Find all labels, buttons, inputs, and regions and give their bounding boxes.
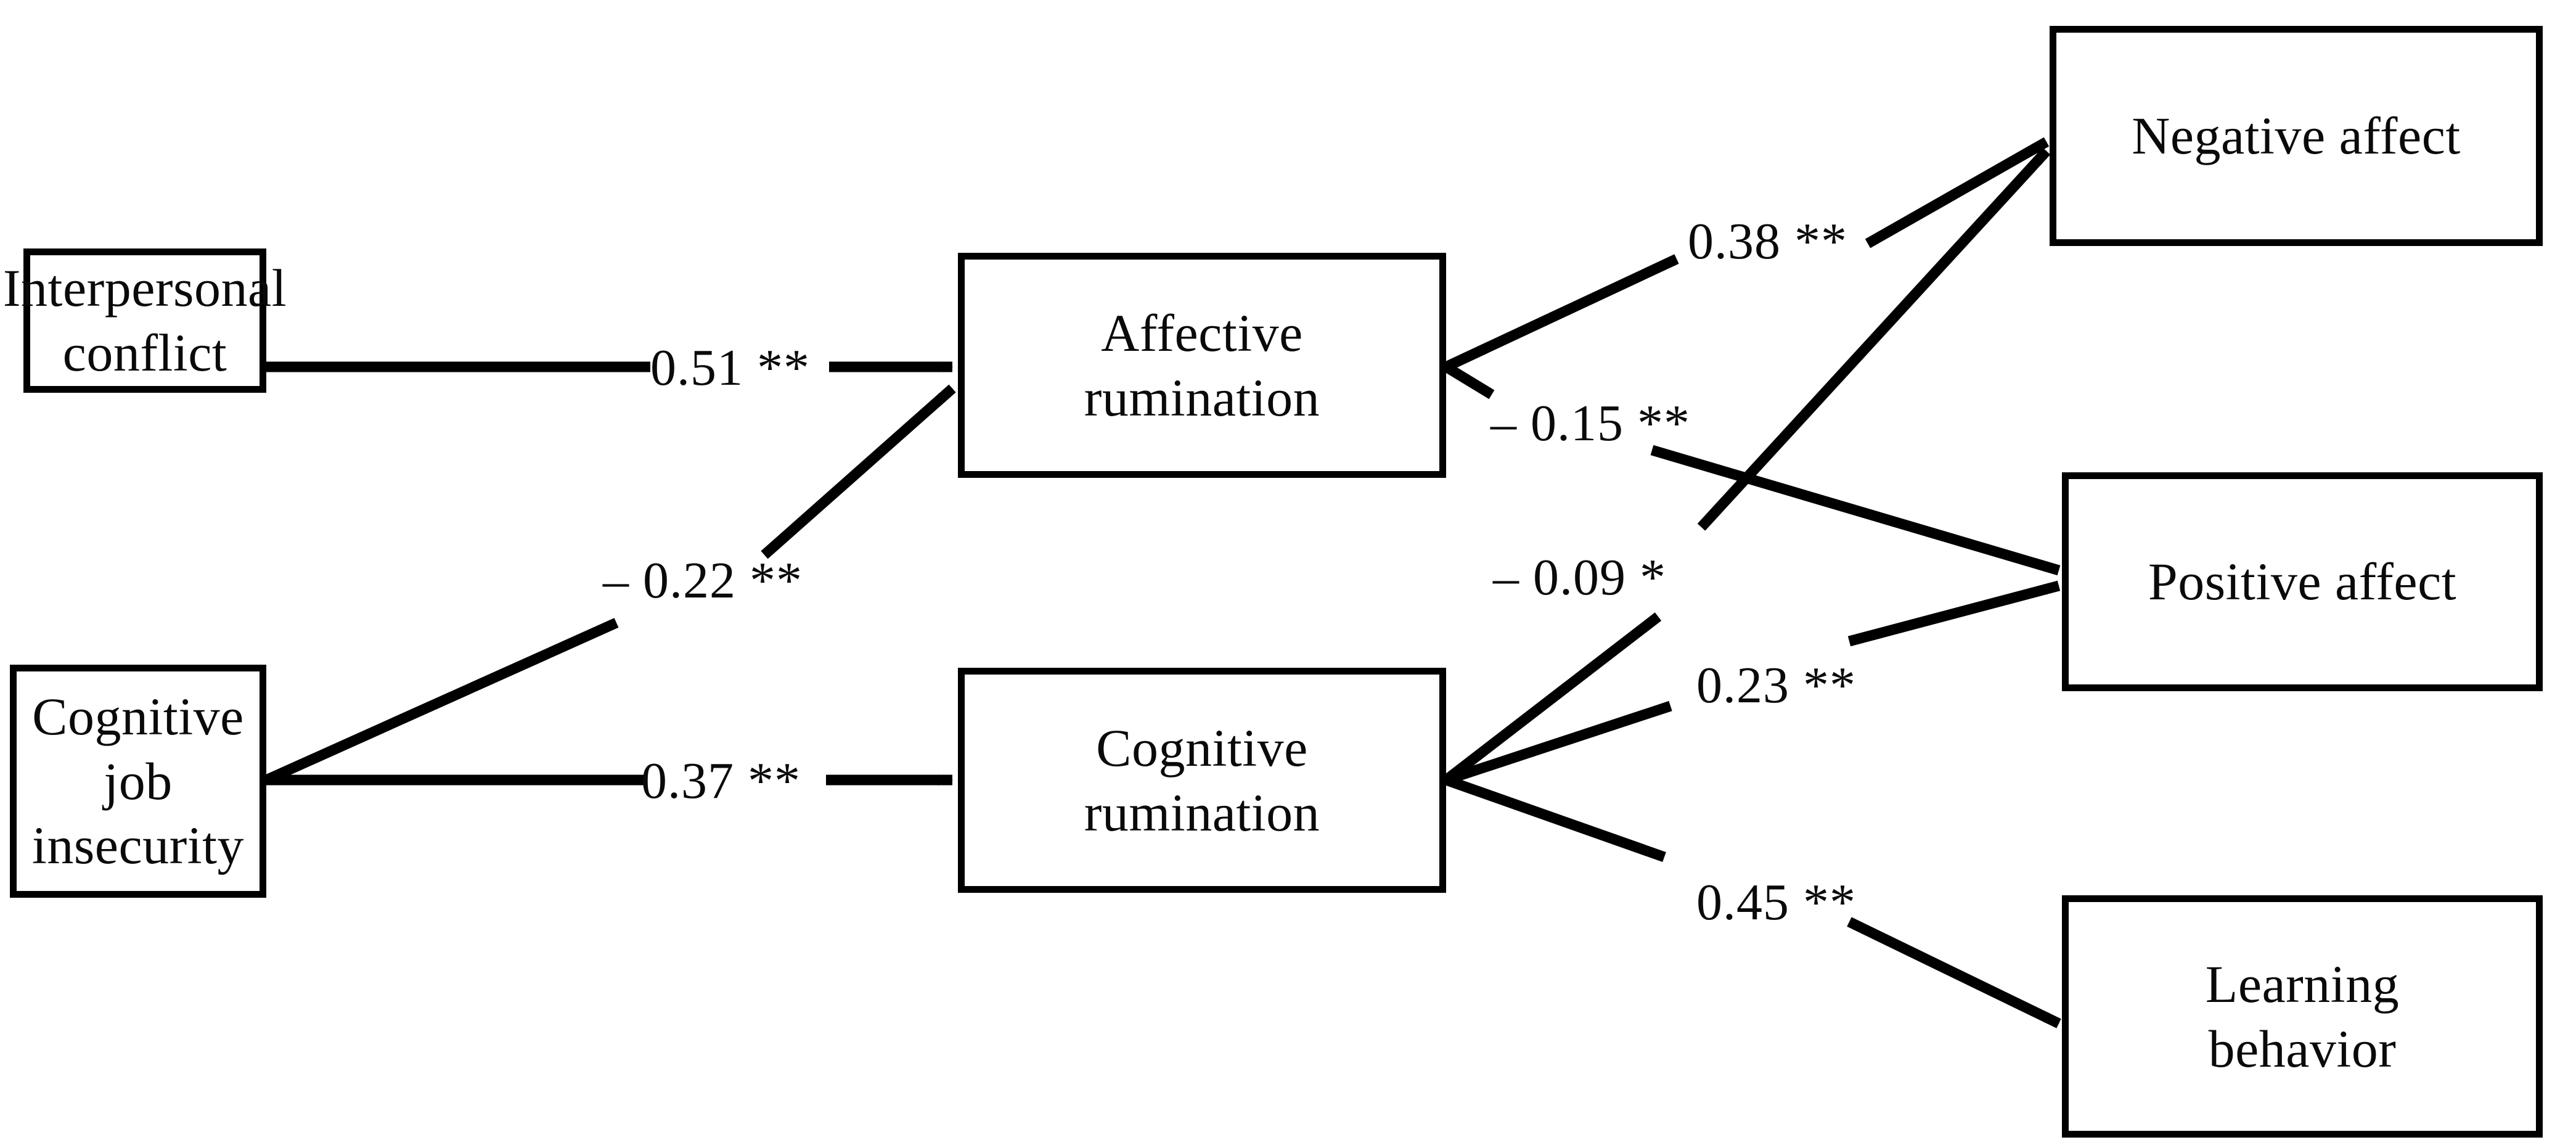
node-label-affective-rumination: Affective rumination <box>1084 303 1320 427</box>
node-label-negative-affect: Negative affect <box>2132 106 2461 166</box>
node-label-cognitive-job-insecurity: Cognitive job insecurity <box>31 686 245 876</box>
path-label-cognitive-to-negative: – 0.09 * <box>1493 549 1666 606</box>
path-arrow-affective-to-negative <box>1444 137 2050 372</box>
path-label-affective-to-positive: – 0.15 ** <box>1490 395 1690 452</box>
path-label-affective-to-negative: 0.38 ** <box>1688 213 1847 270</box>
node-affective-rumination[interactable]: Affective rumination <box>958 253 1446 478</box>
node-negative-affect[interactable]: Negative affect <box>2050 26 2543 246</box>
path-arrow-cognitive-to-learning <box>1444 774 2061 1028</box>
node-interpersonal-conflict[interactable]: Interpersonal conflict <box>3 248 287 393</box>
path-arrow-cognitive-to-negative <box>1442 147 2051 784</box>
path-arrow-affective-to-positive <box>1443 362 2061 576</box>
path-arrow-cognitivejob-to-affective <box>264 384 956 785</box>
path-label-cognitivejob-to-cognitive: 0.37 ** <box>641 752 801 810</box>
path-label-cognitive-to-positive: 0.23 ** <box>1696 657 1856 714</box>
node-cognitive-rumination[interactable]: Cognitive rumination <box>958 668 1446 893</box>
path-arrow-cognitive-to-positive <box>1444 580 2061 786</box>
node-label-interpersonal-conflict: Interpersonal conflict <box>2 258 287 382</box>
node-label-positive-affect: Positive affect <box>2148 552 2457 612</box>
node-label-cognitive-rumination: Cognitive rumination <box>1084 718 1320 842</box>
path-label-cognitive-to-learning: 0.45 ** <box>1696 874 1856 931</box>
node-positive-affect[interactable]: Positive affect <box>2062 472 2543 691</box>
node-label-learning-behavior: Learning behavior <box>2205 954 2400 1078</box>
path-label-interpersonal-to-affective: 0.51 ** <box>650 339 810 396</box>
node-cognitive-job-insecurity[interactable]: Cognitive job insecurity <box>10 665 266 898</box>
node-learning-behavior[interactable]: Learning behavior <box>2062 895 2543 1138</box>
path-label-cognitivejob-to-affective: – 0.22 ** <box>603 552 803 609</box>
